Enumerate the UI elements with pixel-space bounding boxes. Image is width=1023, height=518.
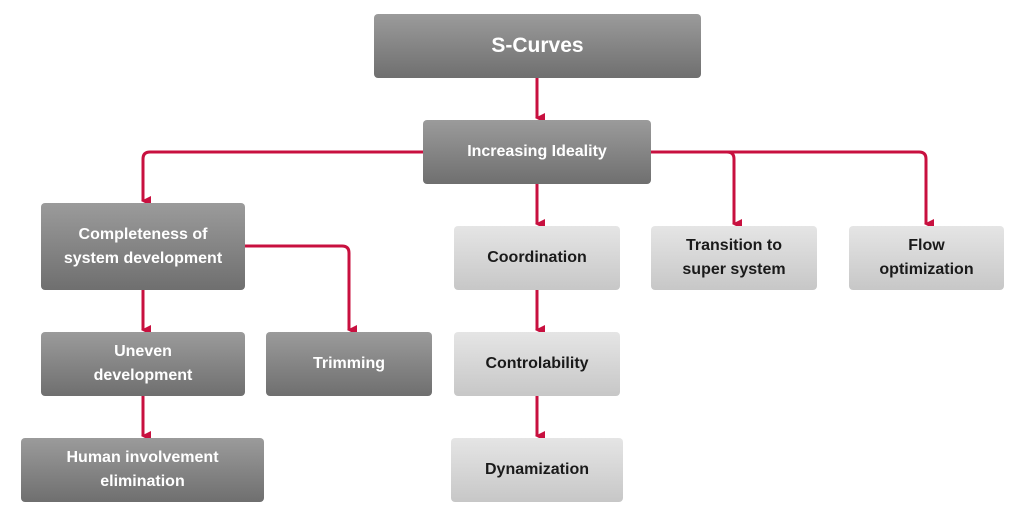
edge-ideality-to-transition: [651, 150, 742, 229]
node-coordination-label: Coordination: [487, 249, 587, 266]
node-trimming-label: Trimming: [312, 355, 385, 372]
node-dynamization-label: Dynamization: [484, 461, 589, 478]
node-increasing-ideality-label: Increasing Ideality: [467, 143, 607, 160]
edge-ideality-to-flow-optimization: [651, 150, 934, 229]
node-dynamization: Dynamization: [451, 438, 623, 502]
node-transition-to-super-system: Transition to super system: [651, 226, 817, 290]
node-transition-label: Transition to super system: [682, 237, 786, 278]
node-flow-optimization-label: Flow optimization: [879, 237, 974, 278]
node-controlability: Controlability: [454, 332, 620, 396]
node-controlability-label: Controlability: [485, 355, 589, 372]
node-human-involvement-elimination: Human involvement elimination: [21, 438, 264, 502]
node-human-involvement-label: Human involvement elimination: [66, 449, 219, 490]
node-uneven-development: Uneven development: [41, 332, 245, 396]
node-increasing-ideality: Increasing Ideality: [423, 120, 651, 184]
node-completeness-of-system-development: Completeness of system development: [41, 203, 245, 290]
node-s-curves-label: S-Curves: [491, 34, 584, 58]
edge-completeness-to-trimming: [245, 244, 357, 335]
node-flow-optimization: Flow optimization: [849, 226, 1004, 290]
edge-ideality-to-completeness: [141, 150, 423, 206]
node-completeness-label: Completeness of system development: [63, 225, 223, 267]
node-s-curves: S-Curves: [374, 14, 701, 78]
node-trimming: Trimming: [266, 332, 432, 396]
node-uneven-development-label: Uneven development: [93, 343, 193, 384]
node-coordination: Coordination: [454, 226, 620, 290]
